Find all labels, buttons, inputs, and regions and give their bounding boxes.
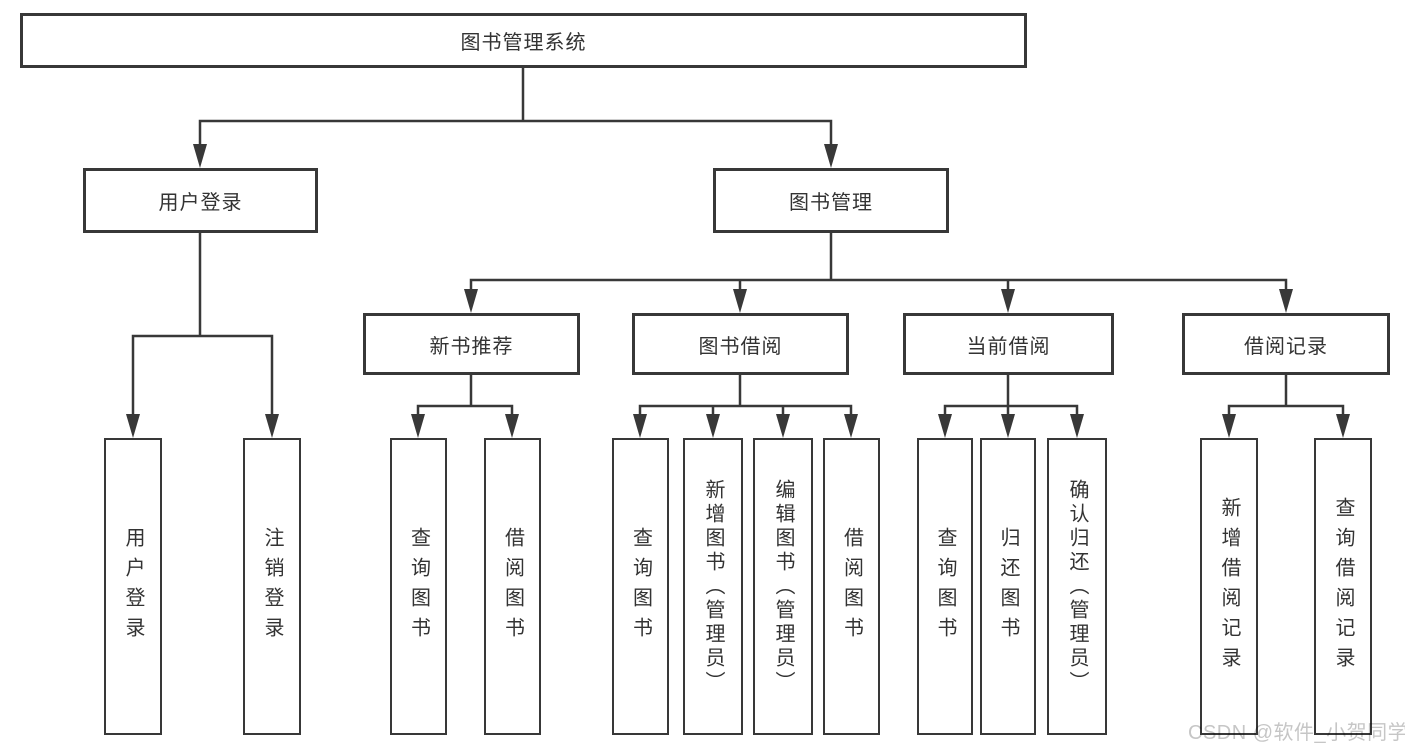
node-label: 查询图书 [934, 526, 956, 647]
leaf-recommend-borrow-book: 借阅图书 [484, 438, 541, 735]
arrowheads [126, 144, 1350, 438]
node-new-book-recommend: 新书推荐 [363, 313, 580, 375]
node-label: 当前借阅 [966, 335, 1051, 358]
node-label: 查询图书 [629, 526, 652, 647]
leaf-logout: 注销登录 [243, 438, 301, 735]
leaf-current-query-book: 查询图书 [917, 438, 973, 735]
node-label: 用户登录 [158, 192, 243, 214]
node-label: 确认归还（管理员） [1066, 478, 1088, 695]
node-label: 借阅记录 [1244, 335, 1328, 358]
node-user-login: 用户登录 [83, 168, 318, 233]
node-label: 图书借阅 [698, 335, 783, 358]
node-label: 查询借阅记录 [1332, 496, 1354, 677]
leaf-recommend-query-book: 查询图书 [390, 438, 447, 735]
node-label: 注销登录 [261, 526, 283, 647]
node-label: 新增借阅记录 [1218, 496, 1240, 677]
leaf-borrow-query-book: 查询图书 [612, 438, 669, 735]
node-label: 查询图书 [407, 526, 430, 647]
node-label: 编辑图书（管理员） [772, 478, 794, 695]
node-label: 图书管理 [789, 192, 873, 214]
node-label: 借阅图书 [501, 526, 524, 647]
node-label: 新书推荐 [429, 335, 514, 358]
node-label: 归还图书 [997, 526, 1019, 647]
node-root: 图书管理系统 [20, 13, 1027, 68]
node-label: 新增图书（管理员） [702, 478, 724, 695]
node-borrow-records: 借阅记录 [1182, 313, 1390, 375]
node-current-borrow: 当前借阅 [903, 313, 1114, 375]
node-label: 图书管理系统 [460, 32, 587, 54]
csdn-watermark: CSDN @软件_小贺同学 [1188, 722, 1405, 744]
leaf-records-query-record: 查询借阅记录 [1314, 438, 1372, 735]
node-label: 借阅图书 [840, 526, 863, 647]
leaf-borrow-add-book-admin: 新增图书（管理员） [683, 438, 743, 735]
leaf-current-return-book: 归还图书 [980, 438, 1036, 735]
node-book-management: 图书管理 [713, 168, 949, 233]
leaf-records-add-record: 新增借阅记录 [1200, 438, 1258, 735]
node-label: 用户登录 [122, 526, 144, 647]
leaf-borrow-edit-book-admin: 编辑图书（管理员） [753, 438, 813, 735]
leaf-borrow-borrow-book: 借阅图书 [823, 438, 880, 735]
leaf-user-login: 用户登录 [104, 438, 162, 735]
leaf-current-confirm-return-admin: 确认归还（管理员） [1047, 438, 1107, 735]
node-book-borrow: 图书借阅 [632, 313, 849, 375]
